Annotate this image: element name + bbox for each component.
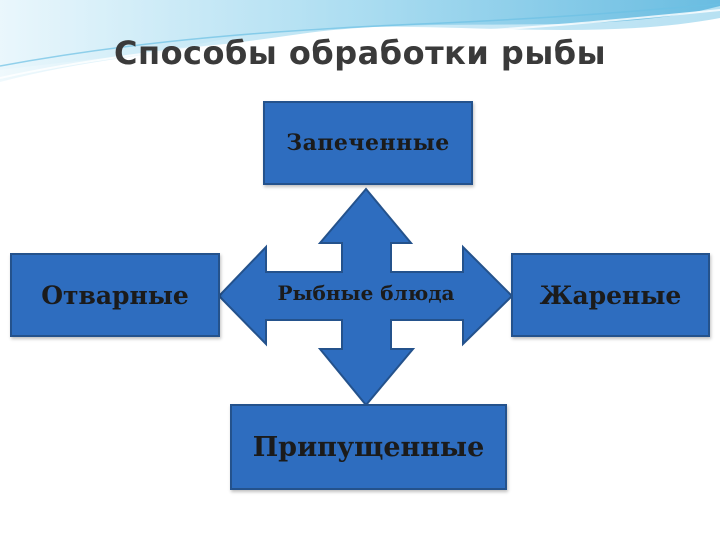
method-box-fried: Жареные: [511, 253, 710, 337]
decorative-wave-header: [0, 0, 720, 82]
wave-line-1: [0, 9, 720, 79]
method-label-baked: Запеченные: [286, 130, 450, 156]
slide-title: Способы обработки рыбы: [113, 34, 607, 72]
method-label-boiled: Отварные: [41, 280, 189, 310]
method-box-poached: Припущенные: [230, 404, 507, 490]
method-box-boiled: Отварные: [10, 253, 220, 337]
wave-line-2: [0, 3, 720, 67]
method-label-poached: Припущенные: [252, 431, 485, 463]
wave-band-front: [0, 0, 720, 82]
method-box-baked: Запеченные: [263, 101, 473, 185]
method-label-fried: Жареные: [539, 280, 682, 310]
center-label-fish-dishes: Рыбные блюда: [277, 281, 455, 305]
